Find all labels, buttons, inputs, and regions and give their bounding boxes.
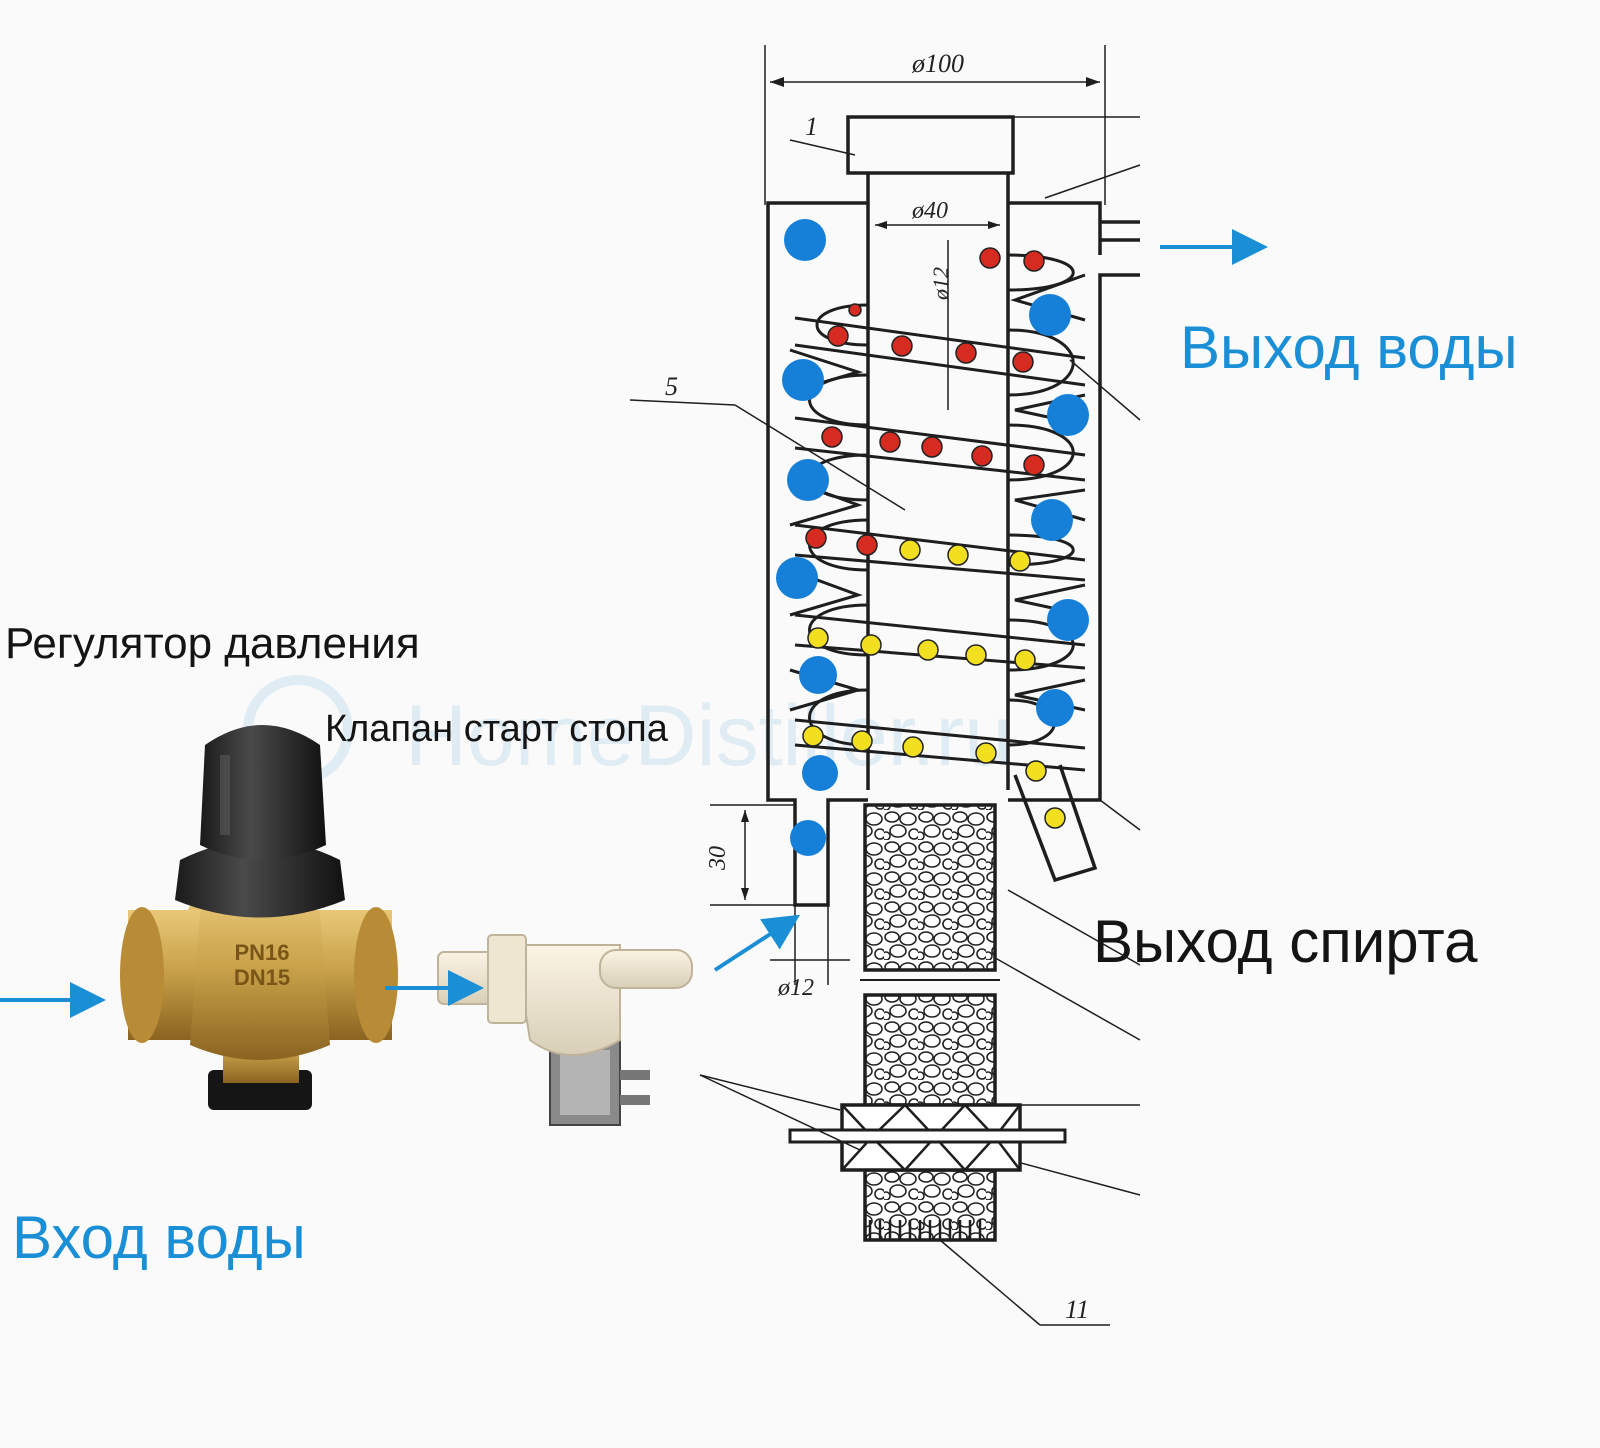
watermark: HomeDistiller.ru	[243, 675, 1012, 785]
solenoid-valve-image	[437, 934, 693, 1126]
dim-inlet-diameter: ø12	[777, 975, 814, 1001]
dim-outer-diameter: ø100	[911, 49, 964, 78]
flow-arrows	[0, 229, 1268, 1018]
cold-water-dots	[776, 219, 1089, 856]
regulator-marking-pn: PN16	[234, 940, 289, 965]
vapor-dots	[805, 247, 1045, 556]
dim-tube-diameter: ø12	[928, 267, 953, 301]
callout-11: 11	[1065, 1295, 1089, 1324]
callout-5: 5	[665, 372, 678, 401]
arrow-valve-to-column-icon	[713, 914, 801, 972]
callout-1: 1	[805, 112, 818, 141]
label-alcohol-out: Выход спирта	[1093, 908, 1478, 975]
condensate-dots	[802, 539, 1066, 829]
label-water-in: Вход воды	[12, 1204, 306, 1271]
dim-height: 30	[705, 846, 731, 871]
watermark-text: HomeDistiller.ru	[405, 688, 1012, 784]
regulator-marking-dn: DN15	[234, 965, 290, 990]
label-pressure-regulator: Регулятор давления	[5, 619, 420, 668]
label-water-out: Выход воды	[1180, 314, 1518, 381]
pressure-regulator-image: PN16 DN15	[120, 725, 398, 1110]
dim-inner-diameter: ø40	[911, 198, 948, 224]
column-drawing	[629, 45, 1141, 1326]
label-start-stop-valve: Клапан старт стопа	[325, 708, 668, 750]
